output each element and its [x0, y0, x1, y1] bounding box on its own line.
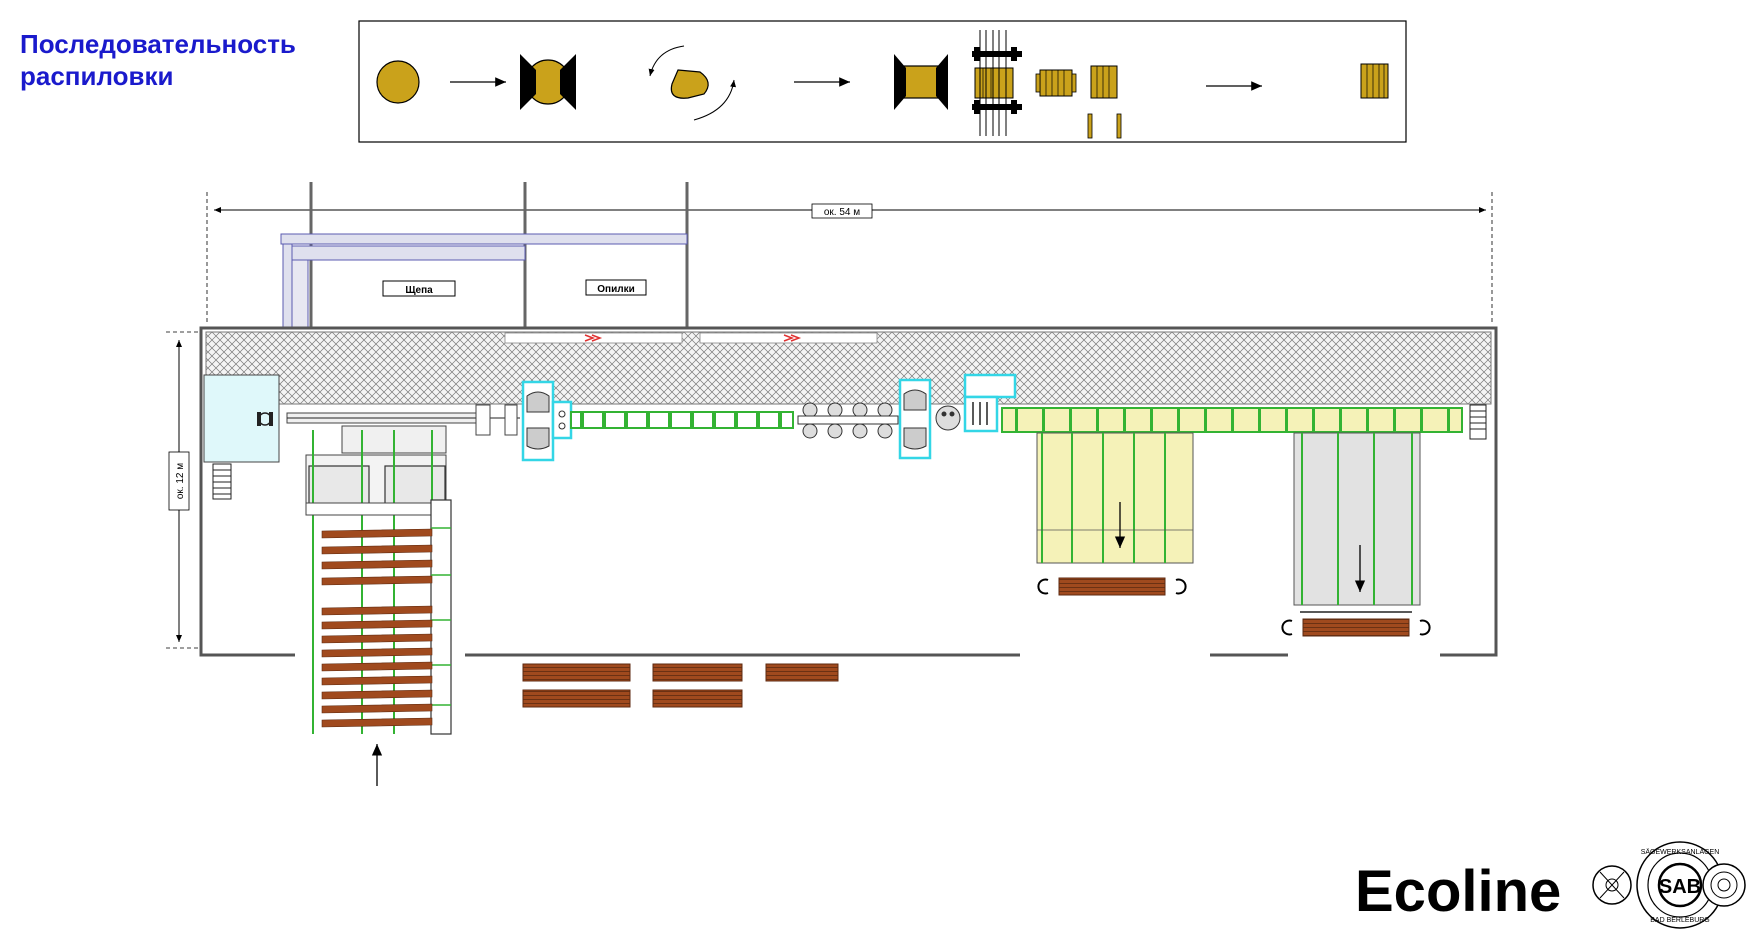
log-end-icon [1702, 863, 1746, 907]
sab-logo: SAB SÄGEWERKSANLAGEN BAD BERLEBURG [1592, 841, 1746, 929]
sawdust-bin-label-box [585, 279, 647, 296]
logo-ring-bottom: BAD BERLEBURG [1650, 917, 1710, 924]
round-log-icon [376, 60, 420, 104]
outfeed-conveyor [1001, 404, 1487, 440]
control-cabin [203, 374, 280, 500]
log-pile [321, 528, 433, 728]
chipper-canter-1 [521, 380, 573, 462]
chips-bin-label-box [382, 280, 456, 297]
logo-ring-top: SÄGEWERKSANLAGEN [1641, 848, 1720, 856]
length-label: ок. 54 м [824, 207, 860, 218]
title-line-1: Последовательность [20, 29, 296, 59]
lumber-stack-2 [1302, 618, 1410, 637]
sorting-table-2 [1281, 432, 1431, 637]
waste-conveyor-system: Щепа Опилки [280, 182, 689, 333]
roller-conveyor-1 [570, 411, 794, 429]
title-line-2: распиловки [20, 61, 174, 91]
width-label: ок. 12 м [175, 463, 186, 499]
chipper-log-icon [520, 54, 576, 110]
width-dimension: ок. 12 м [166, 331, 202, 649]
chipper-canter-2 [898, 378, 932, 460]
lumber-stack-1 [1058, 577, 1166, 596]
length-dimension: ок. 54 м [206, 192, 1493, 325]
infeed-rollers [935, 405, 961, 431]
chips-bin-label: Щепа [405, 285, 433, 296]
rotate-cant-icon [648, 45, 737, 121]
brand-name: Ecoline [1355, 859, 1562, 924]
sawing-sequence-panel [358, 20, 1407, 143]
chipper-cant-icon [894, 54, 948, 110]
sorting-table-1 [1036, 432, 1194, 596]
main-processing-line [286, 373, 1487, 462]
circular-saw-icon [972, 30, 1022, 136]
log-infeed-deck [305, 425, 452, 786]
final-lumber-icon [1360, 63, 1389, 99]
sawn-boards-icon [1035, 65, 1122, 139]
cant-turner [797, 402, 899, 439]
logo-abbr: SAB [1659, 876, 1701, 898]
page-title: Последовательность распиловки [20, 28, 296, 92]
outdoor-lumber-stacks [522, 663, 839, 708]
waste-channel [205, 331, 1492, 405]
circular-saw-unit [963, 373, 1017, 433]
sawdust-bin-label: Опилки [597, 284, 634, 295]
